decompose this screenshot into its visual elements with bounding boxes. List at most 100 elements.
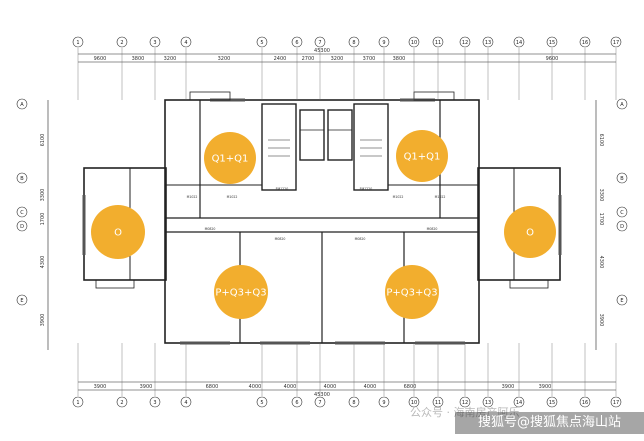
- grid-axis-bubble-top: [149, 36, 161, 48]
- room-tag: M1022: [435, 195, 446, 199]
- dimension-label-top: 3200: [218, 56, 231, 62]
- grid-axis-bubble-bottom: [180, 396, 192, 408]
- grid-axis-bubble-top: [432, 36, 444, 48]
- zone-circle: [91, 205, 145, 259]
- grid-axis-bubble-top: [116, 36, 128, 48]
- grid-axis-bubble-top: [180, 36, 192, 48]
- grid-axis-label-bottom: 6: [295, 400, 298, 406]
- dimension-label-left: 6100: [40, 134, 46, 147]
- grid-axis-bubble-left: [16, 98, 28, 110]
- dimension-label-top: 3800: [393, 56, 406, 62]
- dimension-label-left: 3300: [40, 189, 46, 202]
- grid-axis-label-top: 3: [153, 40, 156, 46]
- grid-axis-label-bottom: 13: [485, 400, 491, 406]
- grid-axis-bubble-top: [256, 36, 268, 48]
- zone-circle: [385, 265, 439, 319]
- dimension-label-bottom: 4000: [324, 384, 337, 390]
- dimension-label-bottom: 6800: [206, 384, 219, 390]
- grid-axis-label-bottom: 12: [462, 400, 468, 406]
- grid-axis-label-left: D: [20, 224, 24, 230]
- room-tag: M0820: [275, 237, 286, 241]
- zone-circle: [396, 130, 448, 182]
- grid-axis-label-top: 8: [352, 40, 355, 46]
- grid-axis-label-bottom: 16: [582, 400, 588, 406]
- grid-axis-bubble-bottom: [482, 396, 494, 408]
- grid-axis-bubble-top: [459, 36, 471, 48]
- dimension-label-left: 3900: [40, 314, 46, 327]
- grid-axis-label-right: C: [620, 210, 624, 216]
- dimension-label-right: 6100: [598, 134, 604, 147]
- dimension-label-top: 3800: [132, 56, 145, 62]
- grid-axis-bubble-top: [546, 36, 558, 48]
- grid-axis-label-bottom: 17: [613, 400, 619, 406]
- watermark-text: 公众号 · 海南房产阿乐: [410, 405, 520, 419]
- grid-axis-label-bottom: 1: [76, 400, 79, 406]
- grid-axis-label-top: 14: [516, 40, 522, 46]
- room-tag: M1022: [187, 195, 198, 199]
- room-tag: M0820: [427, 227, 438, 231]
- grid-axis-label-right: A: [620, 102, 624, 108]
- grid-axis-label-top: 11: [435, 40, 441, 46]
- dimension-label-right: 1700: [598, 213, 604, 226]
- zone-label: Q1+Q1: [212, 154, 249, 165]
- grid-axis-bubble-right: [616, 172, 628, 184]
- zone-circle: [504, 206, 556, 258]
- room-tag: M1022: [393, 195, 404, 199]
- grid-axis-label-bottom: 5: [260, 400, 263, 406]
- grid-axis-bubble-left: [16, 294, 28, 306]
- grid-axis-bubble-bottom: [256, 396, 268, 408]
- grid-axis-label-bottom: 14: [516, 400, 522, 406]
- grid-axis-bubble-top: [610, 36, 622, 48]
- zone-label: P+Q3+Q3: [386, 288, 437, 299]
- grid-axis-bubble-left: [16, 206, 28, 218]
- grid-axis-label-left: B: [20, 176, 24, 182]
- grid-axis-label-top: 2: [120, 40, 123, 46]
- grid-axis-label-bottom: 9: [382, 400, 385, 406]
- dimension-label-right: 3900: [598, 314, 604, 327]
- grid-axis-label-bottom: 11: [435, 400, 441, 406]
- dimension-label-bottom: 3900: [539, 384, 552, 390]
- zone-circle: [214, 265, 268, 319]
- dimension-label-top: 2400: [274, 56, 287, 62]
- grid-axis-bubble-bottom: [513, 396, 525, 408]
- grid-axis-label-top: 9: [382, 40, 385, 46]
- grid-axis-label-top: 15: [549, 40, 555, 46]
- zone-label: O: [114, 228, 122, 239]
- grid-axis-bubble-top: [314, 36, 326, 48]
- dimension-label-left: 1700: [40, 213, 46, 226]
- grid-axis-bubble-bottom: [149, 396, 161, 408]
- grid-axis-bubble-left: [16, 172, 28, 184]
- dimension-total-top: 45300: [314, 48, 330, 54]
- dimension-label-left: 4300: [40, 256, 46, 269]
- grid-axis-bubble-bottom: [72, 396, 84, 408]
- room-tag: M0820: [205, 227, 216, 231]
- grid-axis-label-top: 13: [485, 40, 491, 46]
- dimension-label-top: 9600: [546, 56, 559, 62]
- zone-circle: [204, 132, 256, 184]
- grid-axis-label-top: 5: [260, 40, 263, 46]
- grid-axis-bubble-bottom: [291, 396, 303, 408]
- room-tag: M1022: [227, 195, 238, 199]
- zone-label: O: [526, 228, 534, 239]
- grid-axis-label-bottom: 8: [352, 400, 355, 406]
- grid-axis-bubble-bottom: [432, 396, 444, 408]
- grid-axis-label-top: 1: [76, 40, 79, 46]
- zone-label: P+Q3+Q3: [215, 288, 266, 299]
- dimension-label-bottom: 3900: [140, 384, 153, 390]
- grid-axis-label-top: 7: [318, 40, 321, 46]
- room-tag: FM1220: [360, 187, 373, 191]
- grid-axis-label-top: 4: [184, 40, 187, 46]
- grid-axis-label-right: E: [620, 298, 623, 304]
- grid-axis-label-left: E: [20, 298, 23, 304]
- grid-axis-label-top: 12: [462, 40, 468, 46]
- grid-axis-bubble-bottom: [378, 396, 390, 408]
- dimension-label-bottom: 4000: [364, 384, 377, 390]
- grid-axis-bubble-bottom: [314, 396, 326, 408]
- dimension-label-right: 3300: [598, 189, 604, 202]
- grid-axis-label-bottom: 15: [549, 400, 555, 406]
- grid-axis-label-top: 16: [582, 40, 588, 46]
- zone-label: Q1+Q1: [404, 152, 441, 163]
- room-tag: M0820: [355, 237, 366, 241]
